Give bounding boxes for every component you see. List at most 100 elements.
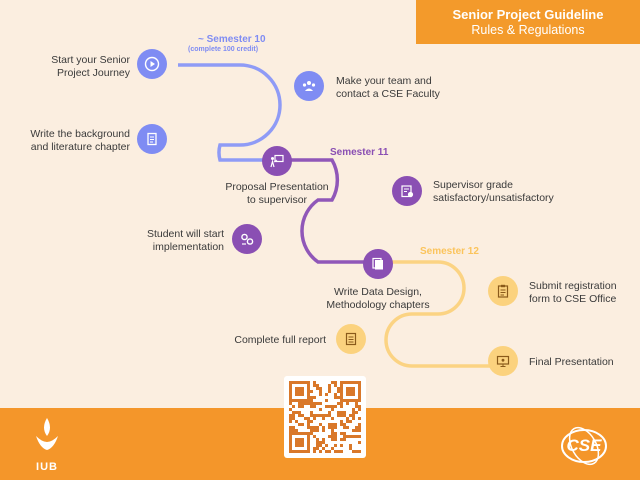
qr-module: [322, 447, 325, 450]
qr-module: [304, 402, 307, 405]
qr-module: [295, 411, 298, 414]
report-icon: [345, 332, 357, 346]
qr-module: [307, 387, 310, 390]
qr-module: [331, 408, 334, 411]
qr-module: [313, 402, 316, 405]
qr-module: [301, 402, 304, 405]
qr-module: [295, 387, 298, 390]
qr-module: [304, 450, 307, 453]
qr-module: [298, 441, 301, 444]
play-icon: [144, 56, 160, 72]
qr-module: [316, 414, 319, 417]
qr-module: [355, 450, 358, 453]
qr-module: [346, 426, 349, 429]
qr-module: [316, 444, 319, 447]
qr-module: [319, 450, 322, 453]
qr-module: [313, 396, 316, 399]
qr-module: [343, 432, 346, 435]
road-segment-semester-10: [178, 63, 282, 162]
qr-module: [346, 420, 349, 423]
qr-module: [346, 417, 349, 420]
qr-module: [298, 411, 301, 414]
qr-module: [289, 420, 292, 423]
qr-module: [289, 393, 292, 396]
qr-module: [313, 435, 316, 438]
qr-module: [298, 450, 301, 453]
qr-module: [319, 390, 322, 393]
qr-module: [295, 399, 298, 402]
qr-module: [307, 438, 310, 441]
qr-module: [304, 432, 307, 435]
qr-module: [292, 426, 295, 429]
qr-module: [346, 402, 349, 405]
qr-module: [316, 387, 319, 390]
qr-module: [352, 381, 355, 384]
qr-module: [331, 447, 334, 450]
qr-module: [289, 390, 292, 393]
qr-module: [298, 414, 301, 417]
qr-module: [334, 432, 337, 435]
title: Senior Project Guideline: [452, 7, 604, 22]
qr-module: [352, 411, 355, 414]
qr-module: [358, 393, 361, 396]
qr-module: [346, 393, 349, 396]
qr-module: [313, 417, 316, 420]
qr-module: [292, 450, 295, 453]
qr-module: [307, 393, 310, 396]
qr-module: [334, 405, 337, 408]
qr-code[interactable]: [284, 376, 366, 458]
qr-module: [358, 441, 361, 444]
presentation-icon: [270, 154, 284, 168]
title-banner: Senior Project Guideline Rules & Regulat…: [416, 0, 640, 44]
qr-module: [331, 405, 334, 408]
qr-module: [358, 390, 361, 393]
qr-module: [334, 450, 337, 453]
qr-module: [352, 417, 355, 420]
qr-module: [337, 396, 340, 399]
qr-module: [355, 402, 358, 405]
qr-module: [328, 387, 331, 390]
qr-module: [331, 381, 334, 384]
qr-module: [295, 420, 298, 423]
qr-module: [352, 390, 355, 393]
qr-module: [355, 405, 358, 408]
qr-module: [295, 429, 298, 432]
qr-module: [307, 420, 310, 423]
qr-module: [322, 417, 325, 420]
qr-module: [358, 387, 361, 390]
qr-module: [307, 423, 310, 426]
qr-module: [358, 426, 361, 429]
qr-module: [349, 444, 352, 447]
qr-module: [325, 414, 328, 417]
qr-module: [349, 393, 352, 396]
qr-module: [301, 399, 304, 402]
qr-module: [289, 408, 292, 411]
qr-module: [340, 387, 343, 390]
qr-module: [289, 435, 292, 438]
qr-module: [307, 402, 310, 405]
qr-module: [289, 432, 292, 435]
qr-module: [313, 426, 316, 429]
qr-module: [352, 450, 355, 453]
qr-module: [346, 381, 349, 384]
qr-module: [307, 396, 310, 399]
step-1-node: [137, 49, 167, 79]
qr-module: [343, 438, 346, 441]
step-10-node: [488, 346, 518, 376]
qr-module: [298, 402, 301, 405]
qr-module: [349, 435, 352, 438]
qr-module: [307, 432, 310, 435]
qr-module: [340, 390, 343, 393]
qr-module: [301, 405, 304, 408]
qr-module: [319, 402, 322, 405]
qr-module: [358, 435, 361, 438]
qr-module: [340, 393, 343, 396]
qr-module: [340, 420, 343, 423]
qr-module: [331, 426, 334, 429]
qr-module: [289, 402, 292, 405]
qr-module: [340, 402, 343, 405]
qr-module: [316, 441, 319, 444]
